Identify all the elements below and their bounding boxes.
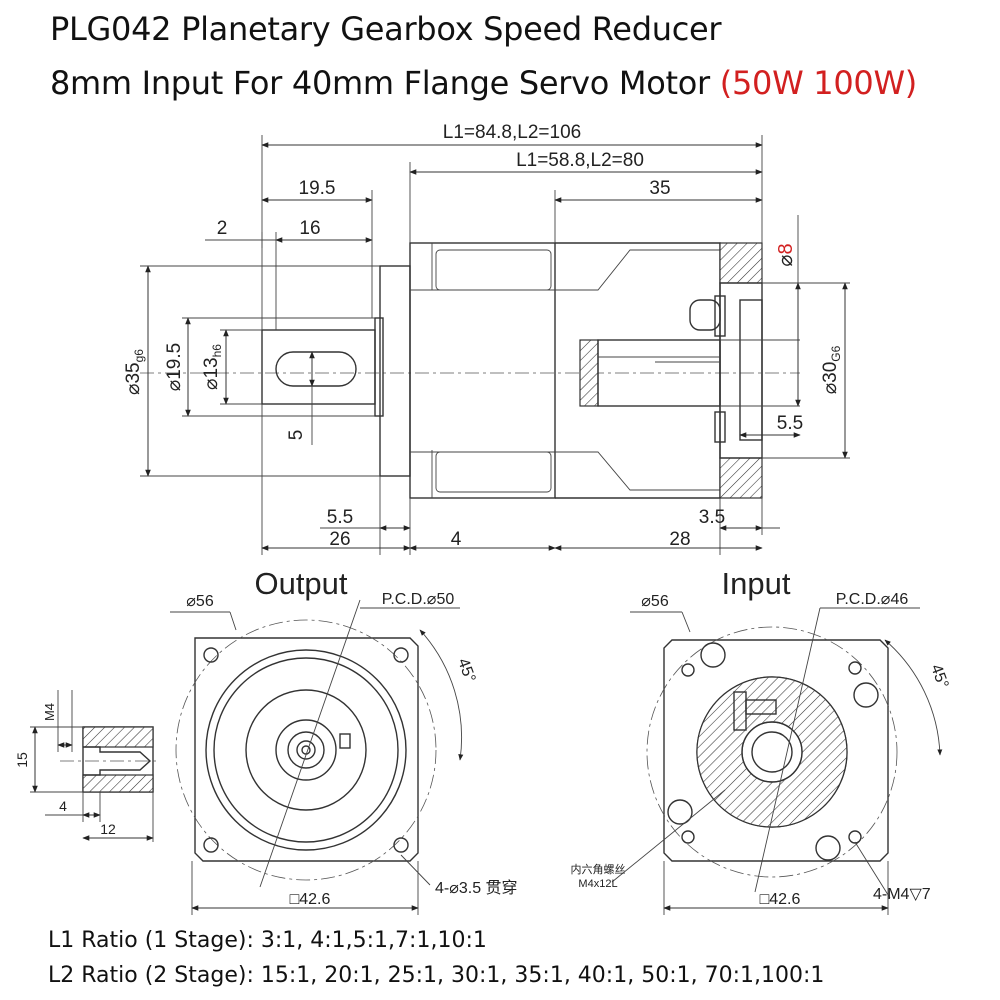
label-input-square: □42.6 — [760, 891, 801, 908]
label-shaft-total: 26 — [329, 529, 350, 550]
input-bore-circle — [741, 721, 803, 783]
label-pilot-depth: 5.5 — [327, 507, 353, 528]
label-input-holes: 4-M4▽7 — [873, 886, 931, 903]
label-screw-note-cn: 内六角螺丝 — [571, 862, 626, 876]
label-output-holes: 4-⌀3.5 贯穿 — [435, 879, 518, 897]
label-detail-offset: 4 — [59, 798, 67, 814]
input-bore-wall — [579, 339, 599, 407]
side-view: L1=84.8,L2=106 L1=58.8,L2=80 35 19.5 16 … — [123, 122, 850, 555]
input-bolt-hole — [667, 799, 693, 825]
label-input-length: 35 — [649, 178, 670, 199]
title-product: PLG042 Planetary Gearbox Speed Reducer — [50, 10, 722, 48]
output-view-title: Output — [254, 566, 347, 601]
label-overall-length: L1=84.8,L2=106 — [443, 122, 581, 143]
label-key-offset: 2 — [217, 218, 228, 239]
body-groove-bottom — [435, 451, 552, 493]
output-flange-circle — [205, 649, 407, 851]
title-input-spec: 8mm Input For 40mm Flange Servo Motor — [50, 64, 710, 102]
output-square-flange — [194, 637, 419, 862]
label-input-bore: ⌀8 — [775, 243, 797, 266]
gearbox-body — [409, 242, 556, 499]
input-tapped-hole — [848, 830, 862, 844]
input-bolt-hole — [853, 682, 879, 708]
label-input-pilot-depth: 5.5 — [777, 413, 803, 434]
output-bolt-hole — [203, 647, 219, 663]
l2-ratio-text: L2 Ratio (2 Stage): 15:1, 20:1, 25:1, 30… — [48, 963, 825, 988]
output-bolt-hole — [393, 837, 409, 853]
shaft-collar — [374, 317, 384, 417]
l1-ratio-text: L1 Ratio (1 Stage): 3:1, 4:1,5:1,7:1,10:… — [48, 928, 487, 953]
label-collar-dia: ⌀19.5 — [164, 343, 185, 391]
input-flange-top — [719, 242, 763, 284]
label-detail-depth: 15 — [14, 752, 30, 768]
label-output-outer-dia: ⌀56 — [186, 593, 214, 610]
title-line-2: 8mm Input For 40mm Flange Servo Motor (5… — [50, 64, 917, 102]
label-key-length: 16 — [299, 218, 320, 239]
label-key-width: 5 — [286, 430, 307, 441]
label-output-pcd: P.C.D.⌀50 — [382, 591, 455, 608]
output-shaft — [261, 329, 376, 405]
label-output-angle: 45° — [454, 656, 478, 685]
output-bolt-hole — [203, 837, 219, 853]
title-line-1: PLG042 Planetary Gearbox Speed Reducer — [50, 10, 722, 48]
output-view: Output ⌀56 P.C.D.⌀50 45° □42.6 4-⌀3.5 贯穿 — [170, 566, 518, 915]
label-screw-note-size: M4x12L — [578, 878, 617, 890]
label-shaft-dia: ⌀13h6 — [201, 344, 224, 390]
label-input-angle: 45° — [927, 662, 951, 691]
input-tapped-hole — [848, 661, 862, 675]
detail-thread-hole — [83, 746, 152, 776]
label-pilot-dia: ⌀35g6 — [123, 349, 146, 395]
label-input-pcd: P.C.D.⌀46 — [836, 591, 909, 608]
input-view: Input ⌀56 P.C.D.⌀46 45° □42.6 4-M4▽7 内六角… — [571, 566, 951, 915]
shaft-keyway — [275, 351, 357, 387]
clamp-screw — [689, 299, 721, 331]
input-tapped-hole — [681, 830, 695, 844]
thread-detail-view: M4 15 4 12 — [14, 690, 160, 842]
input-bolt-hole — [700, 642, 726, 668]
input-tapped-hole — [681, 663, 695, 677]
output-bolt-hole — [393, 647, 409, 663]
label-input-section: 28 — [669, 529, 690, 550]
label-input-flange-depth: 3.5 — [699, 507, 725, 528]
label-shaft-length: 19.5 — [299, 178, 336, 199]
label-input-outer-dia: ⌀56 — [641, 593, 669, 610]
label-output-square: □42.6 — [290, 891, 331, 908]
input-view-title: Input — [722, 566, 791, 601]
label-flange-thickness: 4 — [451, 529, 462, 550]
label-body-length: L1=58.8,L2=80 — [516, 150, 644, 171]
input-bolt-hole — [815, 835, 841, 861]
label-detail-length: 12 — [100, 821, 116, 837]
body-groove-top — [435, 249, 552, 291]
input-bore — [597, 339, 721, 407]
output-shaft-end — [287, 731, 325, 769]
title-power-rating: (50W 100W) — [719, 64, 918, 102]
output-pilot — [379, 265, 411, 477]
input-flange-bottom — [719, 457, 763, 499]
label-input-pilot: ⌀30G6 — [820, 345, 843, 394]
input-square-flange — [663, 639, 889, 862]
label-detail-thread: M4 — [42, 703, 57, 721]
